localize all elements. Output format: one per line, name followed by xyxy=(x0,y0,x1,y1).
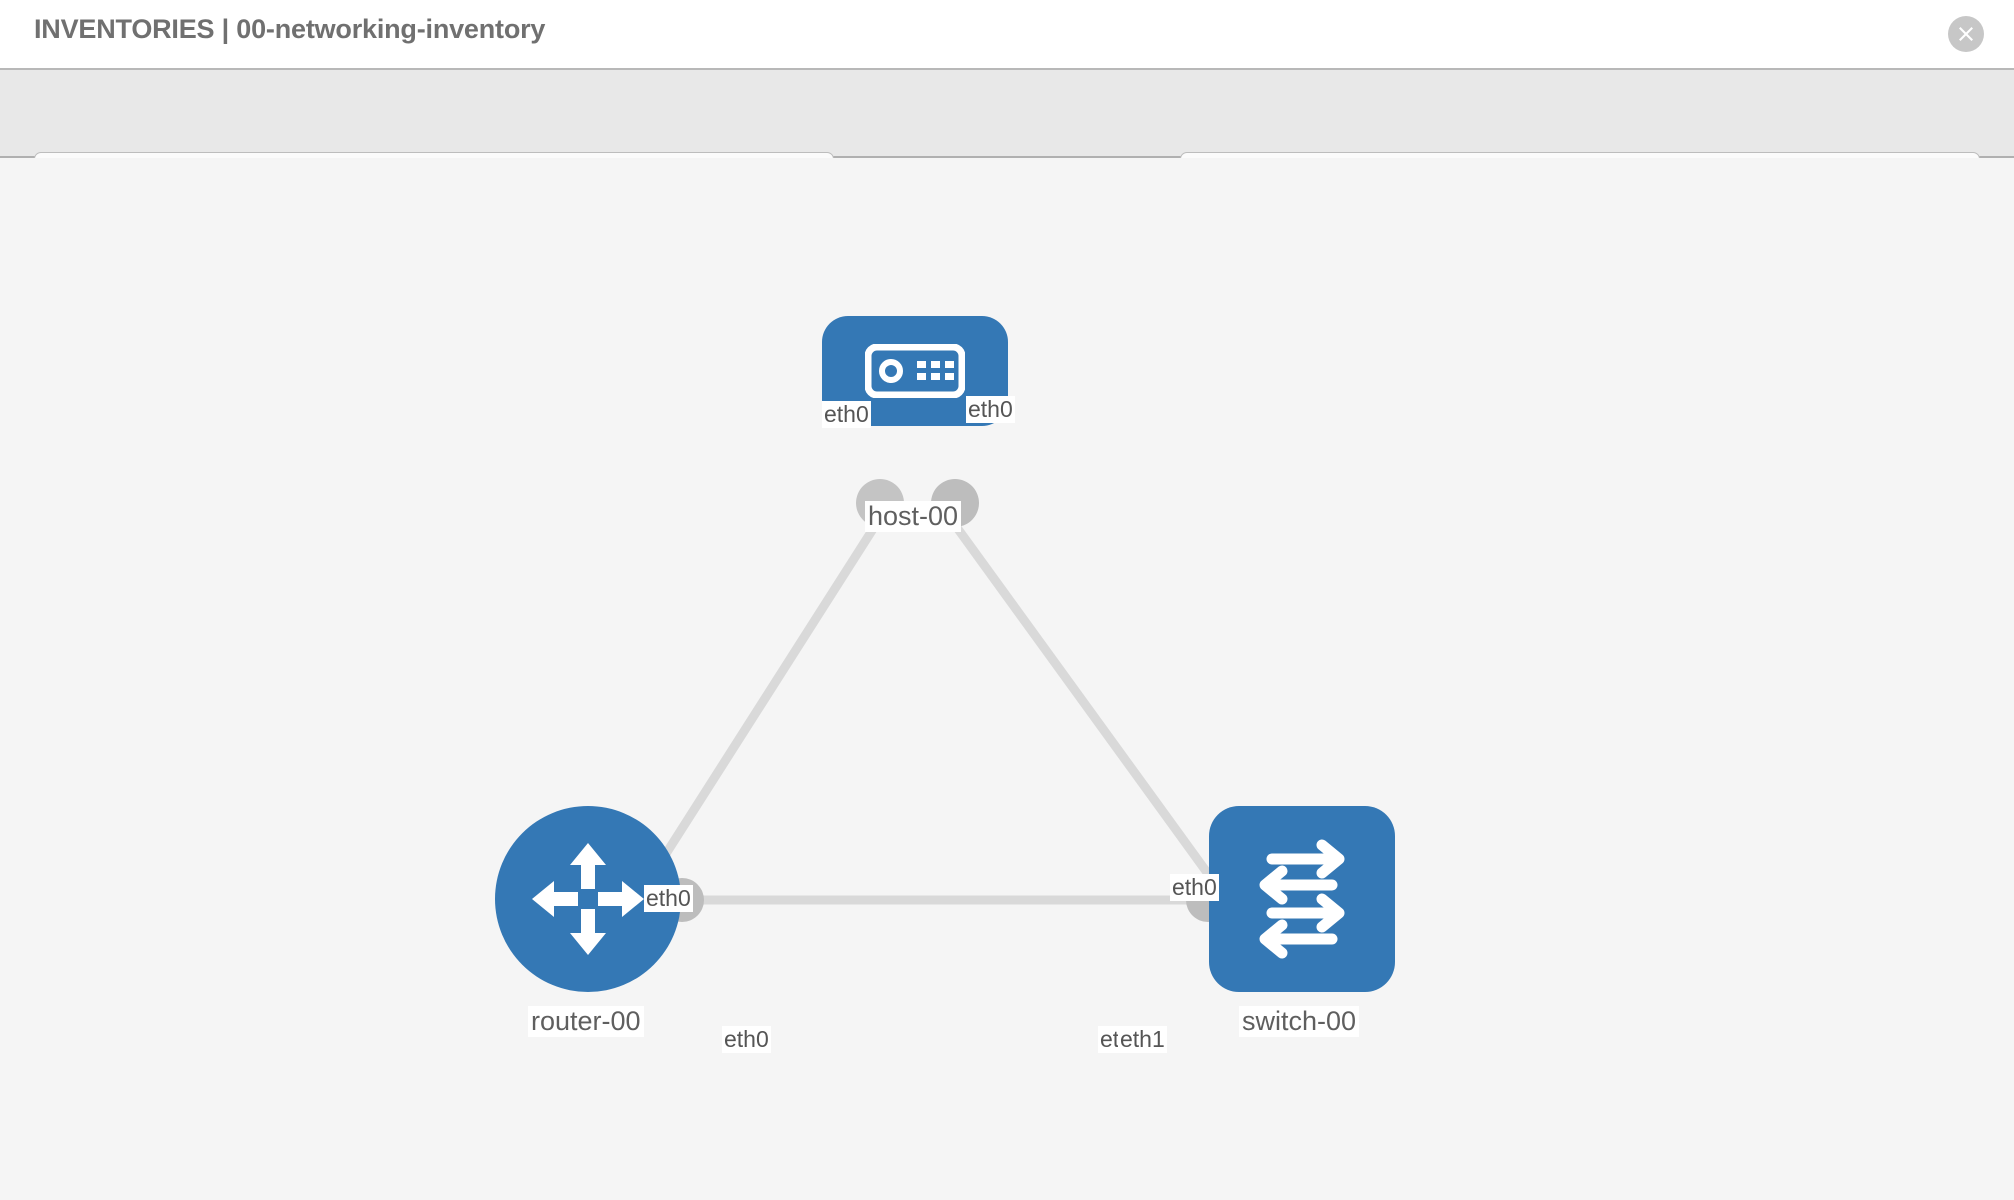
switch-arrows-icon xyxy=(1259,839,1345,959)
topology-graph xyxy=(618,479,1266,932)
interface-label-host-right[interactable]: eth0 xyxy=(966,396,1015,423)
close-icon[interactable] xyxy=(1948,16,1984,52)
interface-label-switch-up[interactable]: eth0 xyxy=(1170,874,1219,901)
interface-label-router-up[interactable]: eth0 xyxy=(644,885,693,912)
server-icon xyxy=(865,344,965,398)
interface-label-router-right[interactable]: eth0 xyxy=(722,1026,771,1053)
node-switch-00-shape[interactable] xyxy=(1209,806,1395,992)
node-switch-00-label: switch-00 xyxy=(1239,1006,1360,1037)
interface-label-switch-left[interactable]: eth1 xyxy=(1118,1026,1167,1053)
page-header: INVENTORIES | 00-networking-inventory xyxy=(0,0,2014,68)
interface-label-host-left[interactable]: eth0 xyxy=(822,401,871,428)
link-host-switch xyxy=(946,515,1244,921)
node-host-00-label: host-00 xyxy=(865,501,962,532)
router-arrows-icon xyxy=(532,843,644,955)
toolbar: ACTIONS SEARCH xyxy=(0,68,2014,204)
page-title: INVENTORIES | 00-networking-inventory xyxy=(34,14,546,44)
node-router-00-label: router-00 xyxy=(528,1006,644,1037)
topology-canvas[interactable]: host-00 router-00 xyxy=(0,158,2014,1200)
